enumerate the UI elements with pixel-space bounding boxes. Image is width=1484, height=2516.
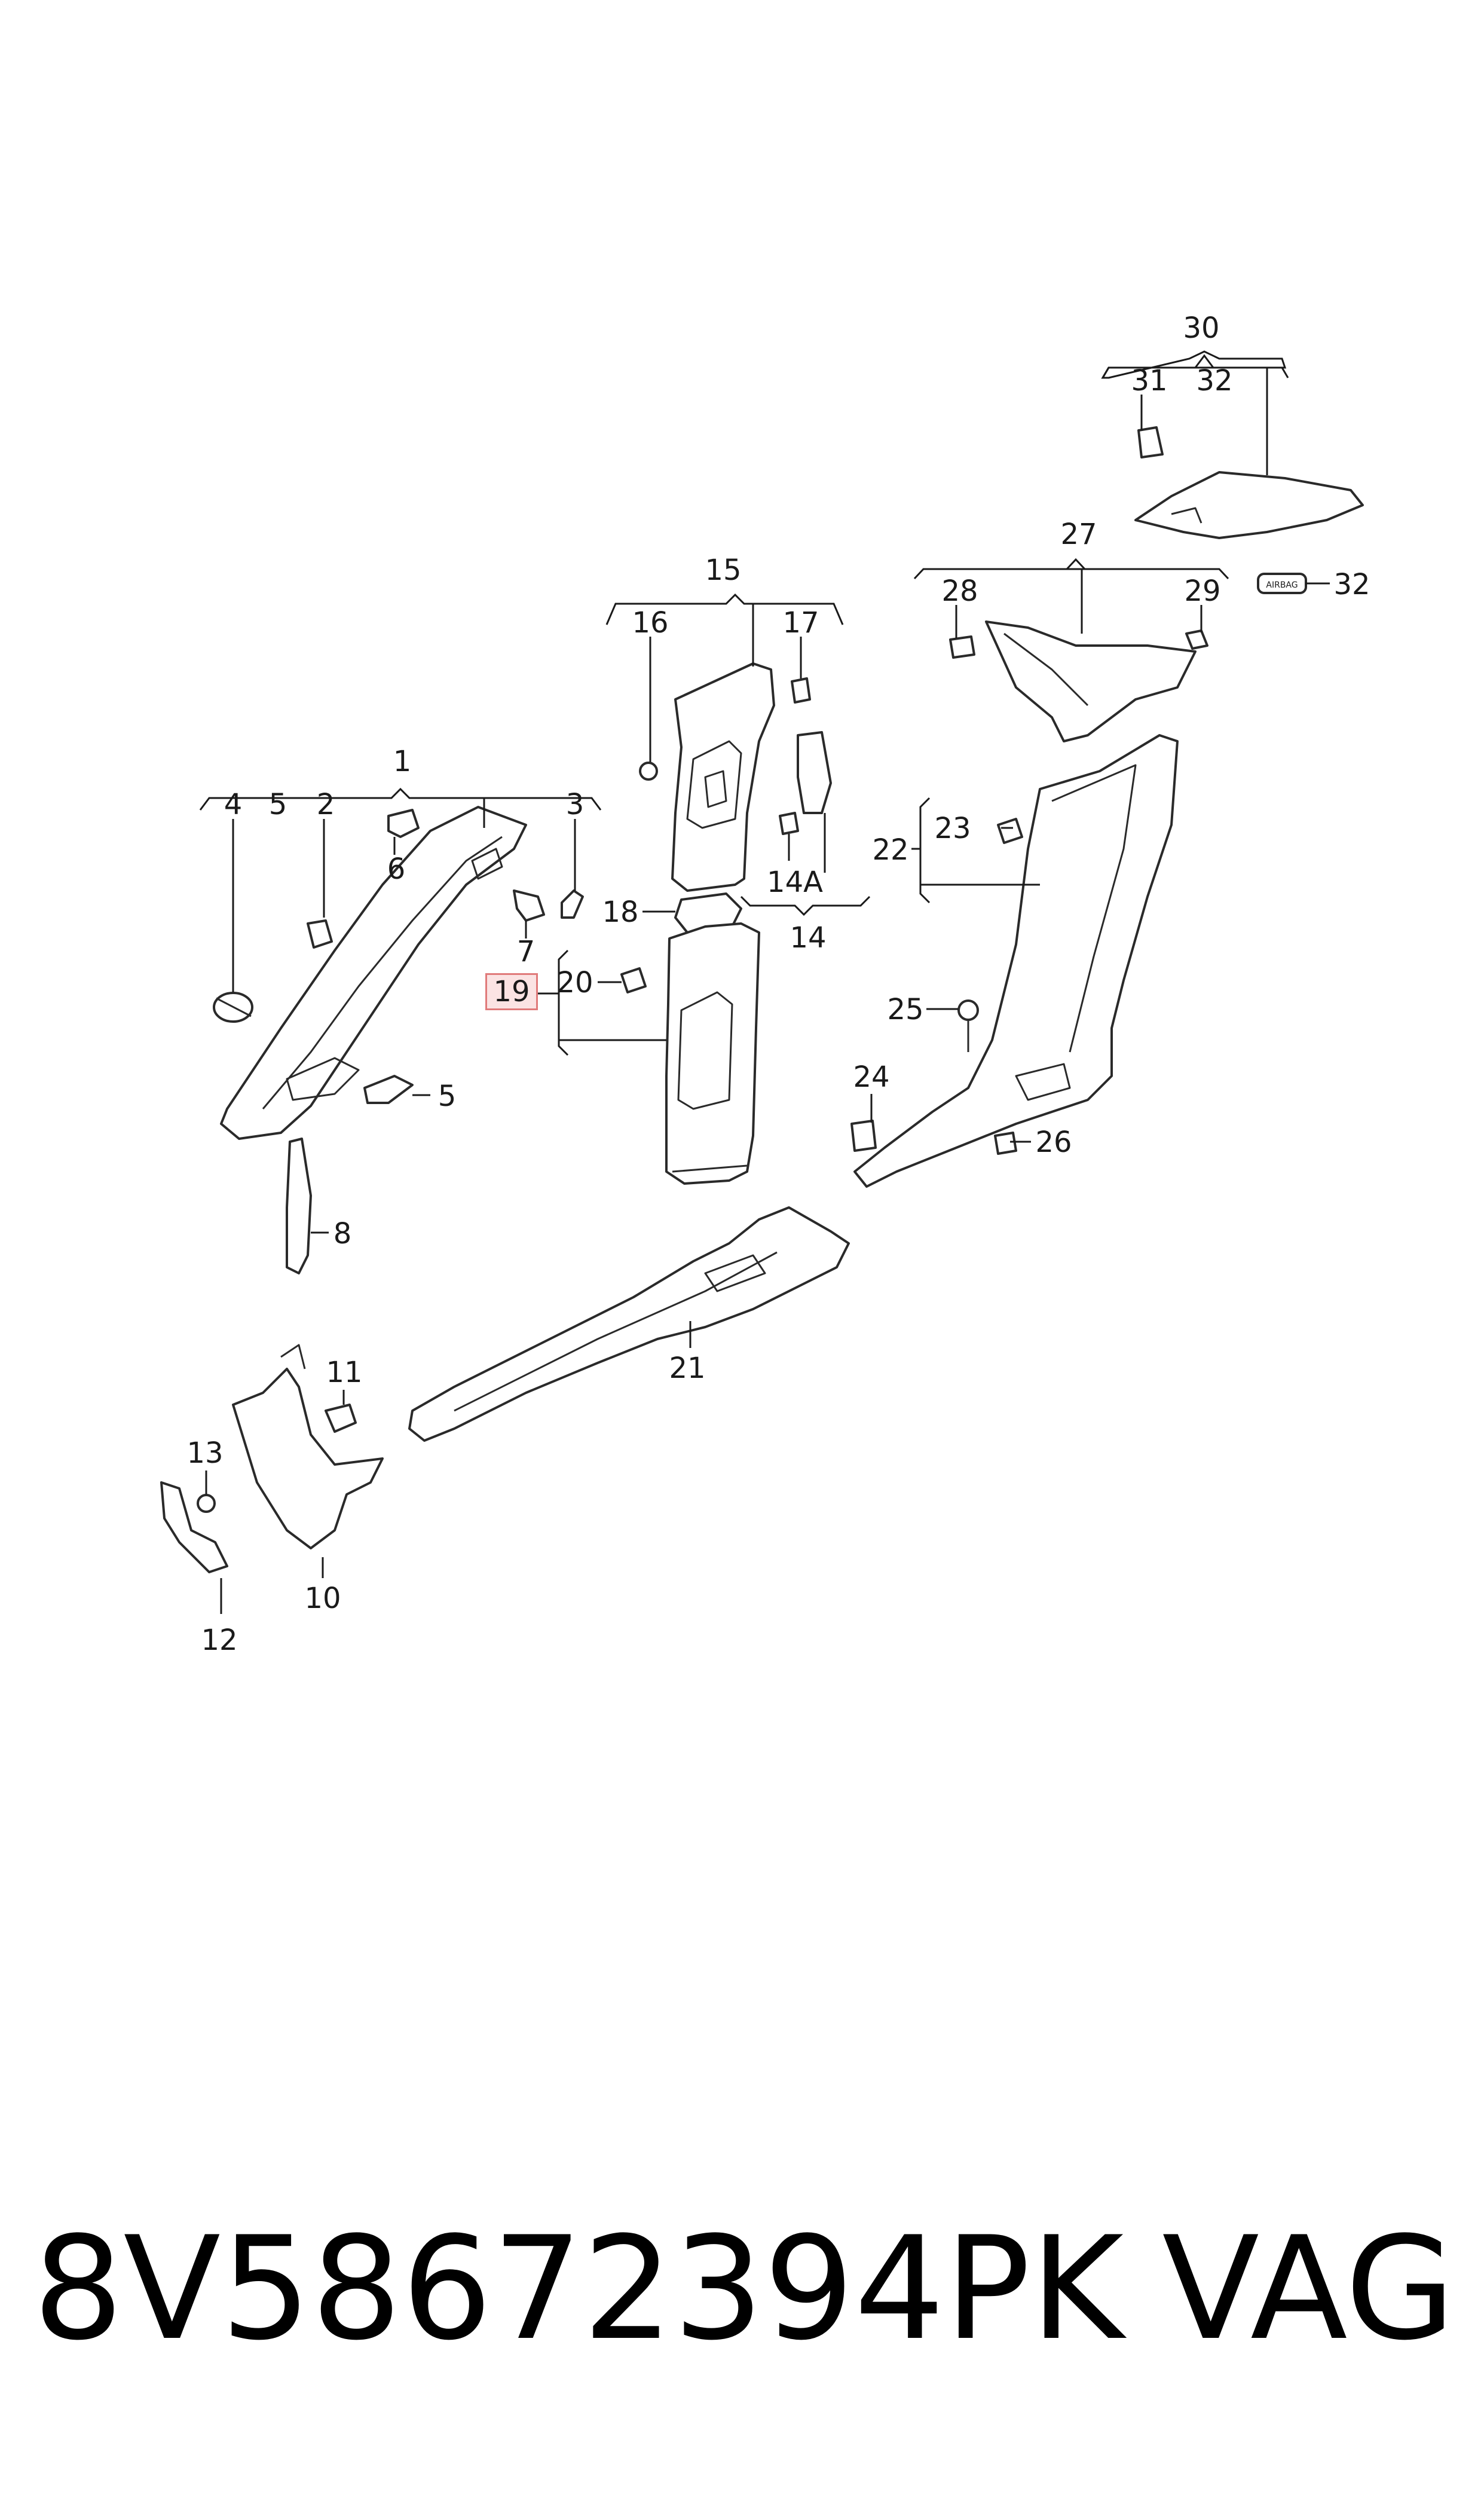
- b-pillar-upper-trim: [671, 662, 775, 892]
- callout-30: 30: [1183, 311, 1219, 345]
- callout-7: 7: [517, 935, 536, 968]
- callout-32-upper: 32: [1196, 364, 1232, 398]
- clip-23: [997, 818, 1023, 844]
- airbag-tag-label: AIRBAG: [1266, 580, 1298, 590]
- part-number: 8V58672394PK: [33, 2206, 1124, 2372]
- callout-2: 2: [317, 788, 335, 821]
- rear-cover: [1134, 471, 1364, 539]
- callout-3: 3: [566, 788, 585, 821]
- callout-28: 28: [941, 574, 978, 608]
- callout-29: 29: [1184, 574, 1220, 608]
- callout-1: 1: [393, 745, 412, 778]
- callout-14a: 14A: [767, 866, 823, 899]
- bracket-14: [797, 731, 832, 814]
- c-pillar-trim: [985, 620, 1197, 742]
- callout-20: 20: [556, 966, 593, 999]
- bracket-12: [160, 1481, 228, 1573]
- callout-10: 10: [304, 1582, 341, 1615]
- callout-14: 14: [790, 921, 826, 955]
- clip-4: [213, 992, 253, 1023]
- callout-18: 18: [602, 895, 638, 929]
- brand: VAG: [1162, 2206, 1455, 2372]
- callout-5-upper: 5: [269, 788, 287, 821]
- callout-17: 17: [782, 606, 819, 640]
- callout-4: 4: [224, 788, 243, 821]
- callout-8: 8: [333, 1217, 352, 1251]
- clip-17: [791, 677, 811, 704]
- airbag-tag: AIRBAG: [1257, 573, 1307, 594]
- callout-15: 15: [705, 554, 741, 587]
- screw-25: [957, 999, 979, 1052]
- clip-26: [994, 1132, 1017, 1155]
- callout-19-highlight: [485, 973, 538, 1010]
- callout-25: 25: [887, 993, 923, 1026]
- clip-2: [307, 919, 333, 949]
- screw-11: [325, 1404, 357, 1433]
- callout-24: 24: [853, 1060, 889, 1094]
- callout-32-right: 32: [1333, 568, 1370, 601]
- clip-3: [561, 889, 584, 919]
- trim-strip-8: [286, 1138, 312, 1274]
- callout-16: 16: [632, 606, 668, 640]
- callout-22: 22: [872, 833, 908, 867]
- clip-20: [620, 967, 647, 993]
- footer: 8V58672394PK VAG: [33, 2212, 1455, 2367]
- callout-26: 26: [1035, 1126, 1072, 1159]
- callout-21: 21: [669, 1352, 705, 1385]
- callout-5-lower: 5: [438, 1080, 457, 1113]
- screw-7: [513, 889, 545, 922]
- leader-30: [1101, 350, 1287, 379]
- a-pillar-trim: [220, 806, 527, 1140]
- clip-29: [1185, 629, 1208, 650]
- lower-a-pillar-trim-10: [232, 1344, 384, 1549]
- callout-11: 11: [326, 1356, 362, 1389]
- sill-trim: [408, 1206, 850, 1442]
- clip-6: [387, 809, 420, 838]
- clip-13: [197, 1494, 216, 1513]
- callout-6: 6: [387, 852, 406, 886]
- clip-28: [949, 635, 975, 659]
- b-pillar-lower-trim: [665, 922, 760, 1185]
- callout-19: 19: [493, 975, 530, 1008]
- callout-31: 31: [1131, 364, 1167, 398]
- callout-13: 13: [186, 1436, 223, 1470]
- callout-27: 27: [1060, 518, 1097, 551]
- callout-23: 23: [934, 812, 971, 845]
- clip-14a: [779, 812, 799, 835]
- clip-5: [363, 1075, 414, 1104]
- screw-16: [639, 762, 658, 781]
- clip-31: [1137, 426, 1164, 458]
- callout-12: 12: [201, 1624, 237, 1657]
- bracket-24: [850, 1120, 877, 1152]
- rear-side-trim: [853, 734, 1179, 1188]
